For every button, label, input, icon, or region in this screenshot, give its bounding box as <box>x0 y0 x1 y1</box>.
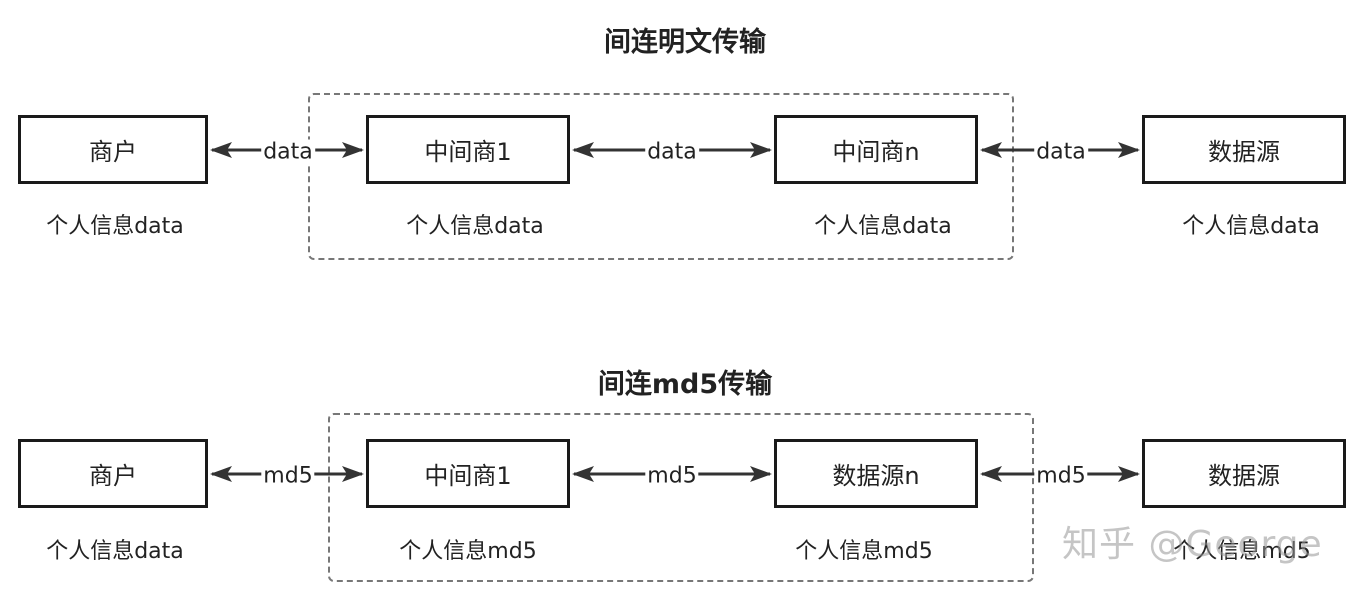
diagram2-title: 间连md5传输 <box>597 369 773 400</box>
merchant-node: 商户 <box>18 115 208 184</box>
data-source-node: 数据源 <box>1142 115 1346 184</box>
merchant-caption: 个人信息data <box>46 539 184 564</box>
data-source-n-caption: 个人信息md5 <box>795 539 933 564</box>
intermediary-group <box>308 93 1014 260</box>
data-source-n-node: 数据源n <box>774 439 978 508</box>
intermediary-n-node: 中间商n <box>774 115 978 184</box>
arrow-label: data <box>645 139 699 165</box>
diagram1-title: 间连明文传输 <box>604 27 766 58</box>
data-source-caption: 个人信息data <box>1182 214 1320 239</box>
watermark: 知乎 @George <box>1062 524 1323 565</box>
arrow-label: md5 <box>1034 463 1088 489</box>
arrow-label: data <box>1034 139 1088 165</box>
intermediary-group <box>328 413 1034 582</box>
arrow-label: md5 <box>261 463 315 489</box>
intermediary-1-node: 中间商1 <box>366 439 570 508</box>
arrow-label: md5 <box>645 463 699 489</box>
intermediary-n-caption: 个人信息data <box>814 214 952 239</box>
data-source-node: 数据源 <box>1142 439 1346 508</box>
data-source-caption: 个人信息md5 <box>1173 539 1311 564</box>
intermediary-1-caption: 个人信息data <box>406 214 544 239</box>
arrow-label: data <box>261 139 315 165</box>
intermediary-1-caption: 个人信息md5 <box>399 539 537 564</box>
merchant-node: 商户 <box>18 439 208 508</box>
merchant-caption: 个人信息data <box>46 214 184 239</box>
intermediary-1-node: 中间商1 <box>366 115 570 184</box>
